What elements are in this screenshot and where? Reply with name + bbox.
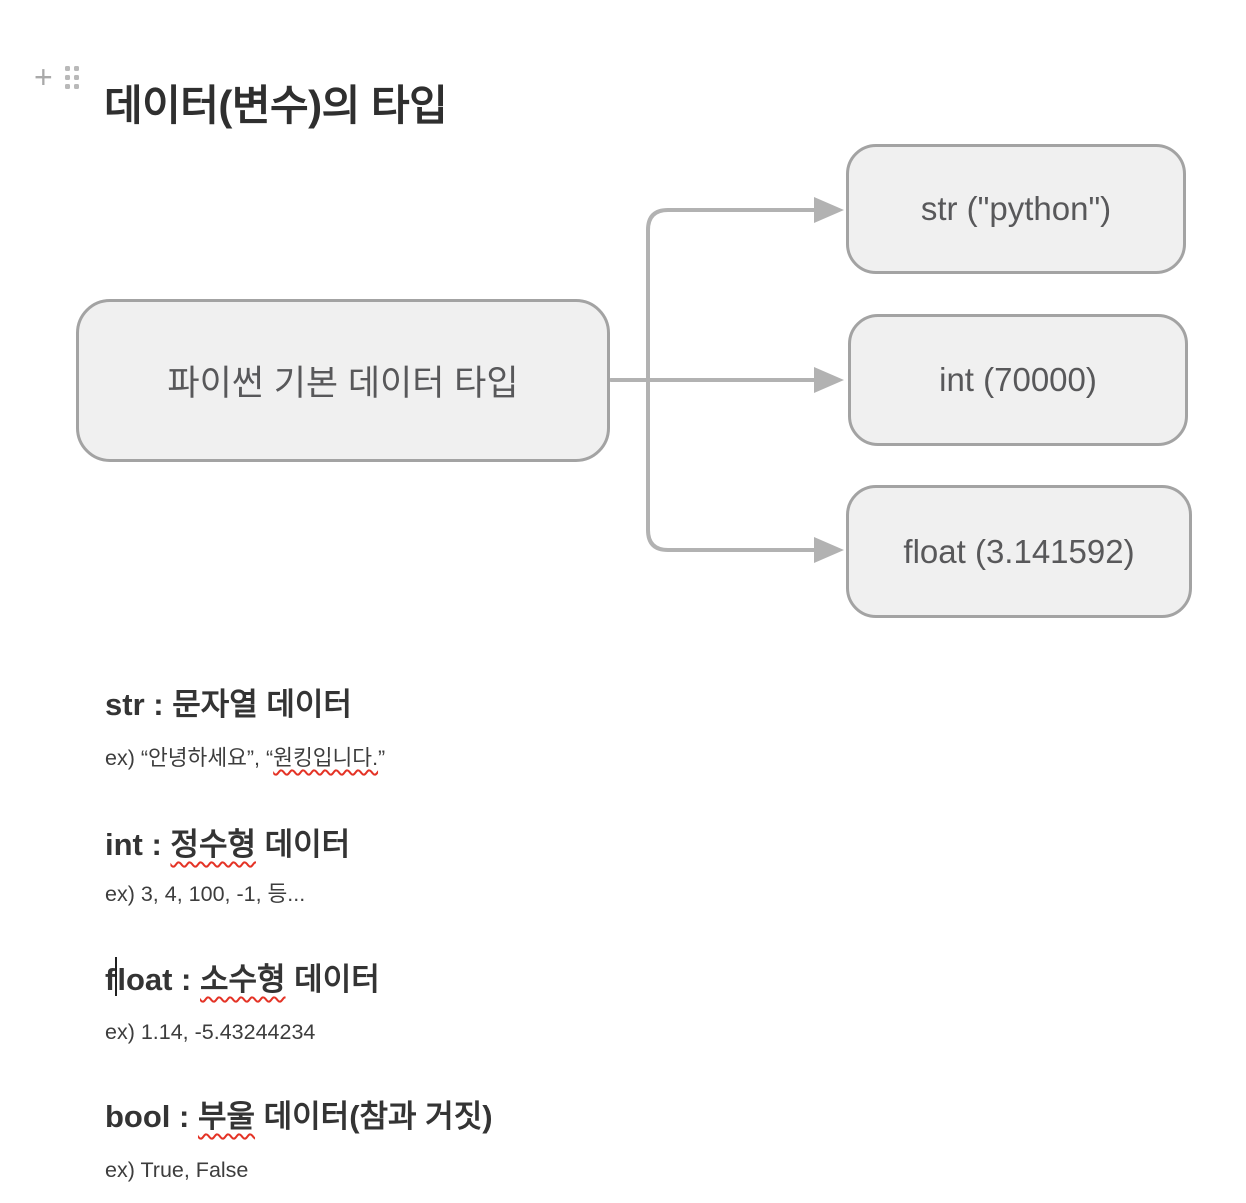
connector-down — [646, 378, 818, 552]
spellcheck-squiggle: 부울 — [197, 1099, 256, 1134]
spellcheck-squiggle: 정수형 — [170, 827, 256, 862]
section-heading-int[interactable]: int : 정수형 데이터 — [105, 823, 350, 867]
example-text: ” — [378, 746, 386, 770]
heading-text: int : — [105, 827, 171, 862]
example-text: ex) 1.14, -5.43244234 — [105, 1020, 316, 1044]
diagram-node-root: 파이썬 기본 데이터 타입 — [76, 299, 610, 462]
diagram-node-root-label: 파이썬 기본 데이터 타입 — [167, 364, 519, 403]
diagram-node-str-label: str ("python") — [920, 190, 1112, 227]
section-example-float[interactable]: ex) 1.14, -5.43244234 — [105, 1016, 315, 1048]
section-example-str[interactable]: ex) “안녕하세요”, “원킹입니다.” — [105, 742, 385, 774]
heading-text: bool : — [105, 1099, 198, 1134]
block-controls: + — [34, 59, 81, 95]
spellcheck-squiggle: 소수형 — [200, 962, 286, 998]
heading-text: 데이터 — [285, 962, 380, 998]
arrowhead-int — [814, 367, 844, 393]
connector-up — [646, 208, 818, 382]
connector-lines — [609, 197, 844, 563]
section-example-int[interactable]: ex) 3, 4, 100, -1, 등... — [105, 878, 305, 910]
diagram-node-int-label: int (70000) — [939, 361, 1097, 398]
diagram-node-str: str ("python") — [846, 144, 1186, 274]
heading-text: 데이터 — [255, 827, 351, 862]
section-heading-bool[interactable]: bool : 부울 데이터(참과 거짓) — [105, 1095, 493, 1139]
section-heading-str[interactable]: str : 문자열 데이터 — [105, 683, 352, 727]
add-block-icon[interactable]: + — [34, 59, 53, 95]
spellcheck-squiggle: 원킹입니다. — [273, 746, 379, 770]
text-cursor — [115, 957, 118, 996]
diagram-node-float-label: float (3.141592) — [903, 532, 1135, 570]
diagram-node-int: int (70000) — [848, 314, 1188, 446]
arrowhead-str — [814, 197, 844, 223]
page-title[interactable]: 데이터(변수)의 타입 — [104, 82, 448, 130]
diagram-image[interactable]: 파이썬 기본 데이터 타입 str ("python") int (70000)… — [0, 130, 1246, 660]
heading-text: 데이터(참과 거짓) — [255, 1099, 493, 1134]
example-text: ex) 3, 4, 100, -1, 등... — [105, 882, 306, 906]
heading-text: 문자열 데이터 — [172, 687, 352, 722]
example-text: ex) True, False — [105, 1158, 249, 1182]
diagram-node-float: float (3.141592) — [846, 485, 1192, 618]
heading-text: f — [105, 962, 116, 998]
heading-text: str : — [105, 687, 173, 722]
arrowhead-float — [814, 537, 844, 563]
section-heading-float[interactable]: float : 소수형 데이터 — [105, 957, 380, 1002]
example-text: ex) “안녕하세요”, “ — [105, 746, 274, 770]
drag-handle-icon[interactable] — [63, 64, 81, 91]
section-example-bool[interactable]: ex) True, False — [105, 1154, 248, 1186]
heading-text: loat : — [117, 962, 200, 998]
